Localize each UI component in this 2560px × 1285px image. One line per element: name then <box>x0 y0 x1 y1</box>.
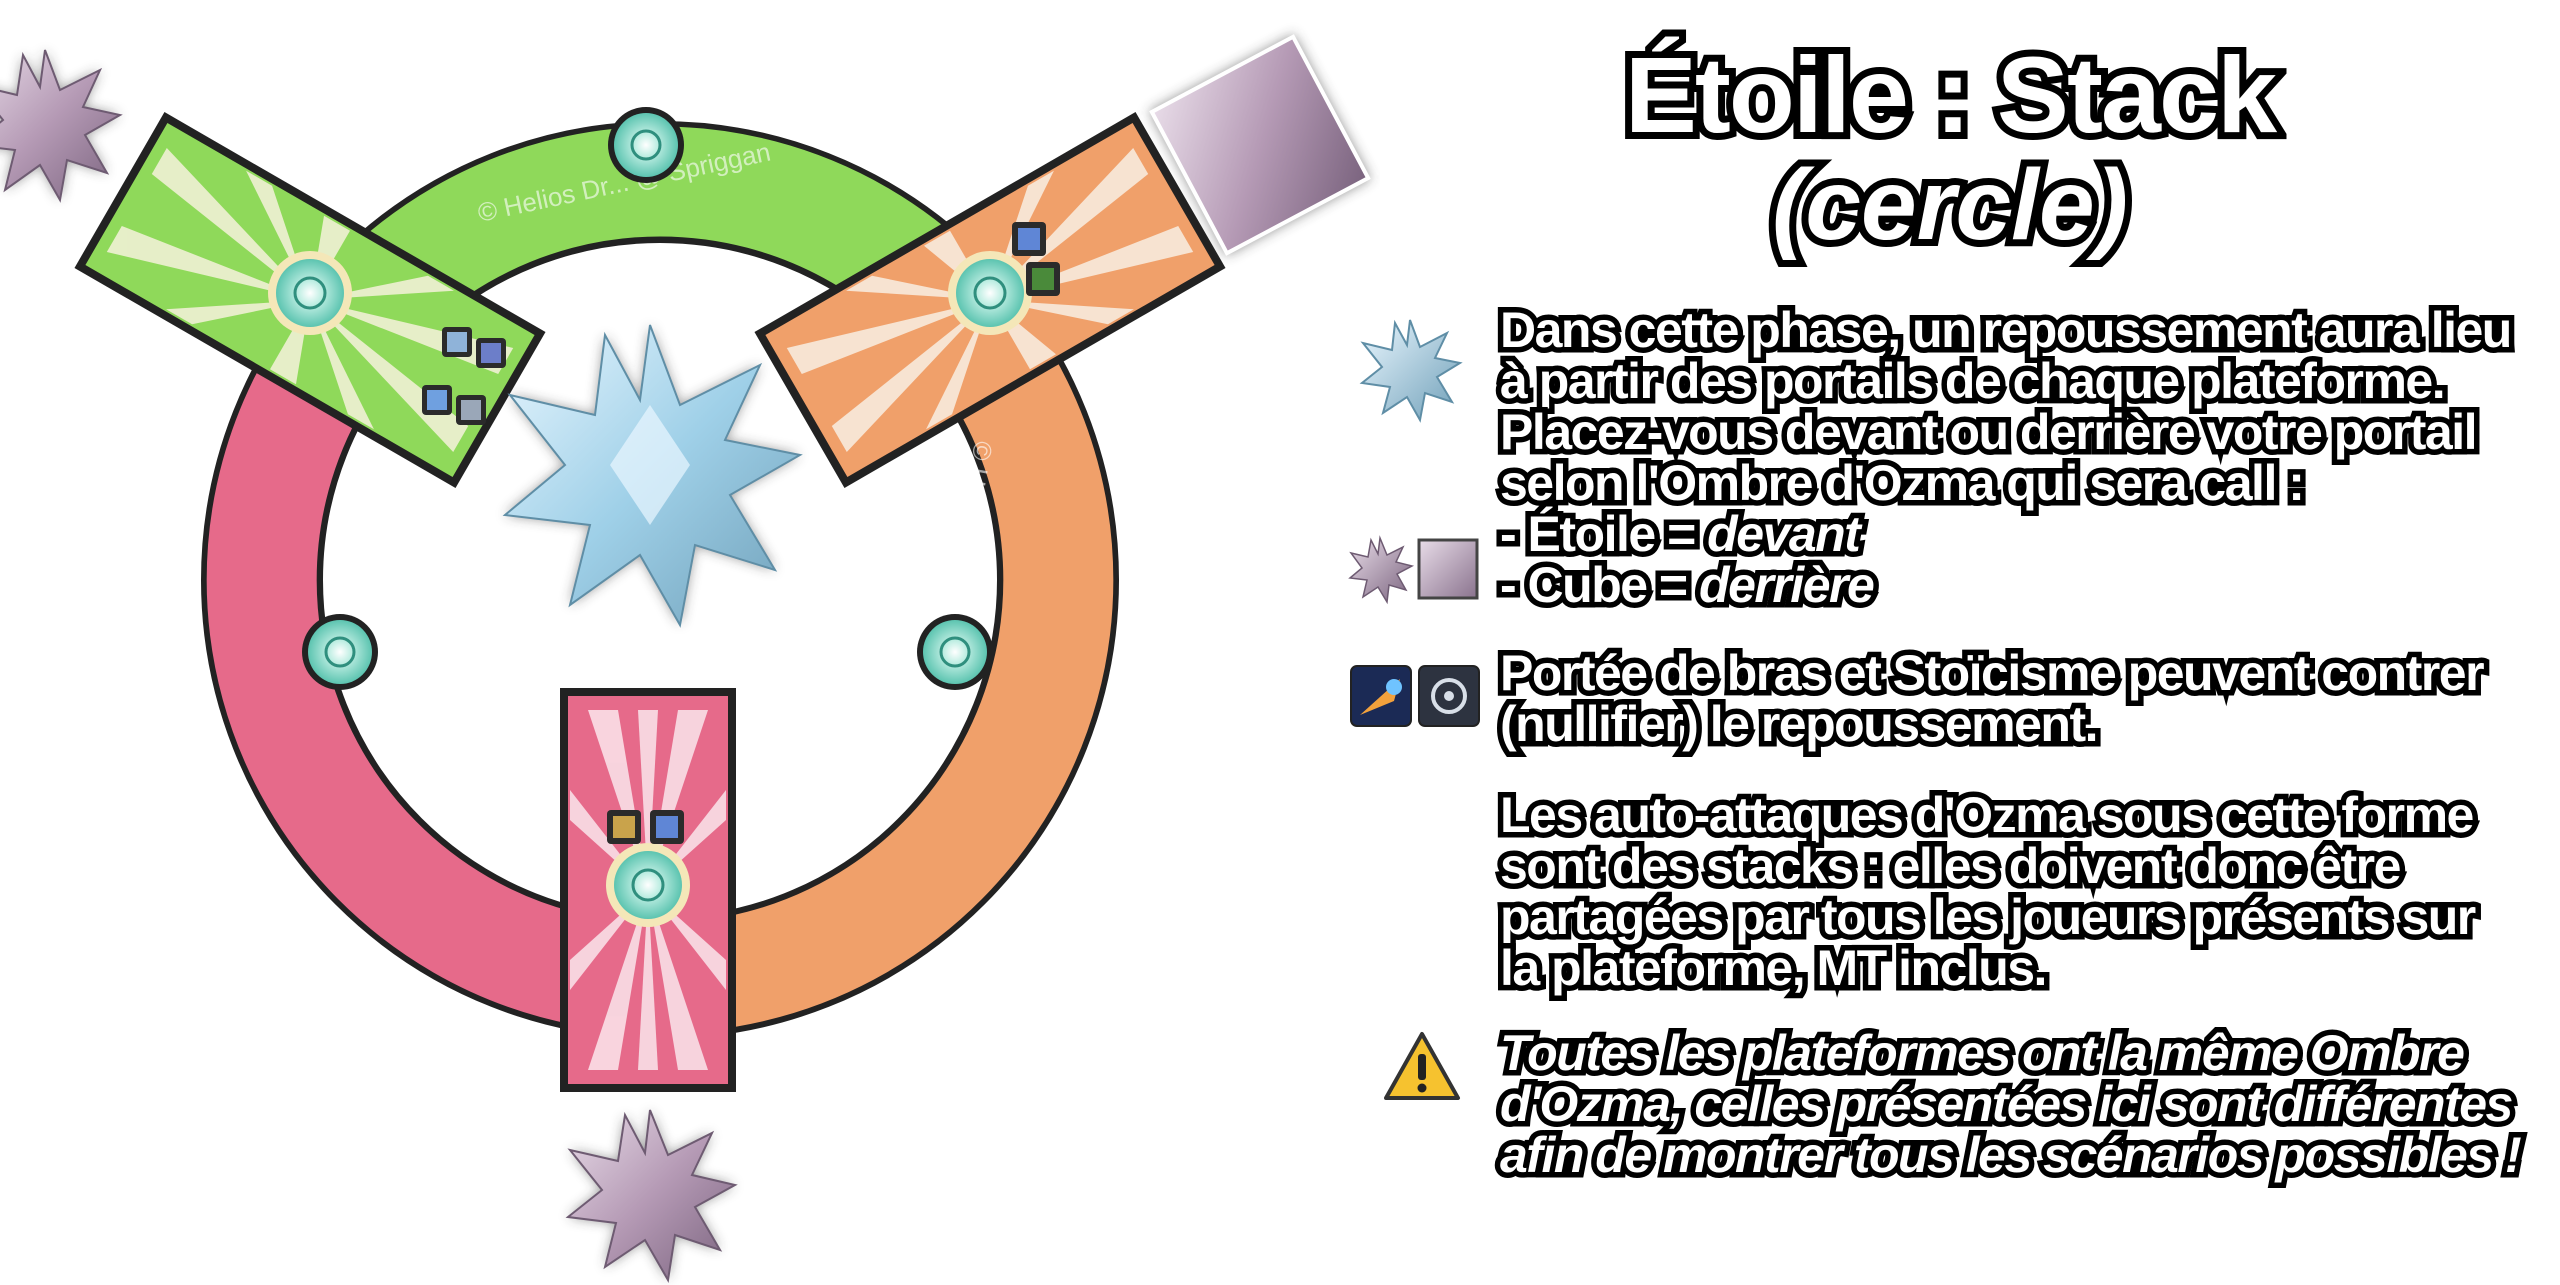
shadow-star-icon <box>0 49 123 203</box>
paragraph-line: (nullifier) le repoussement. <box>1494 693 2104 755</box>
warning-text: Toutes les plateformes ont la même Ombre… <box>1494 1022 2527 1186</box>
job-icons-orange <box>1012 222 1060 296</box>
shadow-star-icon <box>565 1109 738 1283</box>
arms-length-icon <box>1350 665 1412 727</box>
cube-value: derrière <box>1694 554 1881 616</box>
paragraph-line: Toutes les plateformes ont la même Ombre <box>1494 1022 2470 1084</box>
star-crystal-icon <box>1359 319 1463 423</box>
ring-segment-pink <box>206 353 661 1033</box>
paragraph-line: afin de montrer tous les scénarios possi… <box>1494 1124 2527 1186</box>
page-title: Étoile : Stack (cercle) <box>1600 33 2300 268</box>
paragraph-line: à partir des portails de chaque platefor… <box>1495 350 2452 412</box>
portal-icon <box>948 251 1032 335</box>
etoile-line: - Étoile = devant <box>1494 503 2511 565</box>
shadow-cube-icon <box>1149 34 1371 256</box>
ring-segment-orange <box>659 353 1114 1033</box>
paragraph-line: Les auto-attaques d'Ozma sous cette form… <box>1495 784 2480 846</box>
portal-icon <box>606 843 690 927</box>
portal-icon <box>608 107 684 183</box>
paragraph-line: la plateforme, MT inclus. <box>1495 937 2053 999</box>
paragraph-knockback: Dans cette phase, un repoussement aura l… <box>1494 299 2518 616</box>
surecast-icon <box>1418 665 1480 727</box>
paragraph-line: Dans cette phase, un repoussement aura l… <box>1495 299 2518 361</box>
portal-icon <box>302 614 378 690</box>
arena-diagram: © Helios Dr... @ Spriggan © Hyomin K... … <box>0 34 1371 1283</box>
job-icons-green <box>422 327 506 425</box>
etoile-value: devant <box>1702 503 1867 565</box>
portal-icon <box>917 614 993 690</box>
paragraph-line: selon l'Ombre d'Ozma qui sera call : <box>1495 452 2311 514</box>
ozma-star-crystal-icon <box>502 324 803 628</box>
cube-prefix: - Cube = <box>1494 554 1700 616</box>
etoile-prefix: - Étoile = <box>1494 503 1708 565</box>
cube-line: - Cube = derrière <box>1494 554 2511 616</box>
paragraph-stacks: Les auto-attaques d'Ozma sous cette form… <box>1495 784 2482 999</box>
shadow-star-icon <box>1348 535 1415 605</box>
paragraph-line: d'Ozma, celles présentées ici sont diffé… <box>1494 1073 2518 1135</box>
paragraph-line: sont des stacks : elles doivent donc êtr… <box>1495 835 2407 897</box>
paragraph-line: Placez-vous devant ou derrière votre por… <box>1495 401 2483 463</box>
title-line-1: Étoile : Stack <box>1618 33 2284 157</box>
title-line-2: (cercle) <box>1765 143 2135 267</box>
paragraph-line: Portée de bras et Stoïcisme peuvent cont… <box>1494 642 2490 704</box>
shadow-cube-icon <box>1417 538 1479 600</box>
portal-icon <box>268 251 352 335</box>
paragraph-line: partagées par tous les joueurs présents … <box>1495 886 2482 948</box>
job-icons-pink <box>607 810 684 844</box>
warning-icon <box>1384 1032 1460 1100</box>
paragraph-counter: Portée de bras et Stoïcisme peuvent cont… <box>1494 642 2490 755</box>
